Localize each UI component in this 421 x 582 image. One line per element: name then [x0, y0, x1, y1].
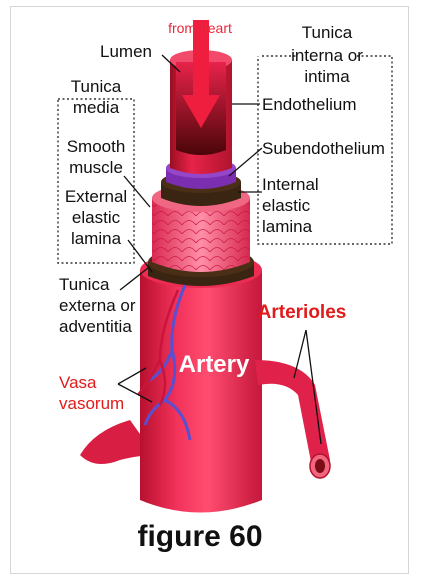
endothelium-label: Endothelium [262, 95, 357, 114]
lumen-label: Lumen [100, 42, 152, 61]
tunica-media-label-1: Tunica [71, 77, 122, 96]
vasa-vasorum-label-2: vasorum [59, 394, 124, 413]
external-elastic-label-3: lamina [71, 229, 122, 248]
figure-caption: figure 60 [137, 520, 262, 553]
internal-elastic-label-3: lamina [262, 217, 313, 236]
external-elastic-label-2: elastic [72, 208, 121, 227]
smooth-muscle-label-1: Smooth [67, 137, 126, 156]
internal-elastic-label-1: Internal [262, 175, 319, 194]
arterioles-label: Arterioles [258, 302, 347, 323]
tunica-externa-label-3: adventitia [59, 317, 132, 336]
subendothelium-label: Subendothelium [262, 139, 385, 158]
tunica-externa-label-1: Tunica [59, 275, 110, 294]
tunica-externa-label-2: externa or [59, 296, 136, 315]
external-elastic-label-1: External [65, 187, 127, 206]
artery-label: Artery [179, 351, 250, 378]
tunica-interna-label-2: interna or [291, 46, 363, 65]
tunica-interna-label-1: Tunica [302, 23, 353, 42]
internal-elastic-label-2: elastic [262, 196, 311, 215]
smooth-muscle-label-2: muscle [69, 158, 123, 177]
tunica-interna-label-3: intima [304, 67, 350, 86]
tunica-externa-body [140, 270, 262, 513]
from-heart-label: from heart [168, 20, 232, 36]
tunica-media-label-2: media [73, 98, 120, 117]
vasa-vasorum-label-1: Vasa [59, 373, 97, 392]
